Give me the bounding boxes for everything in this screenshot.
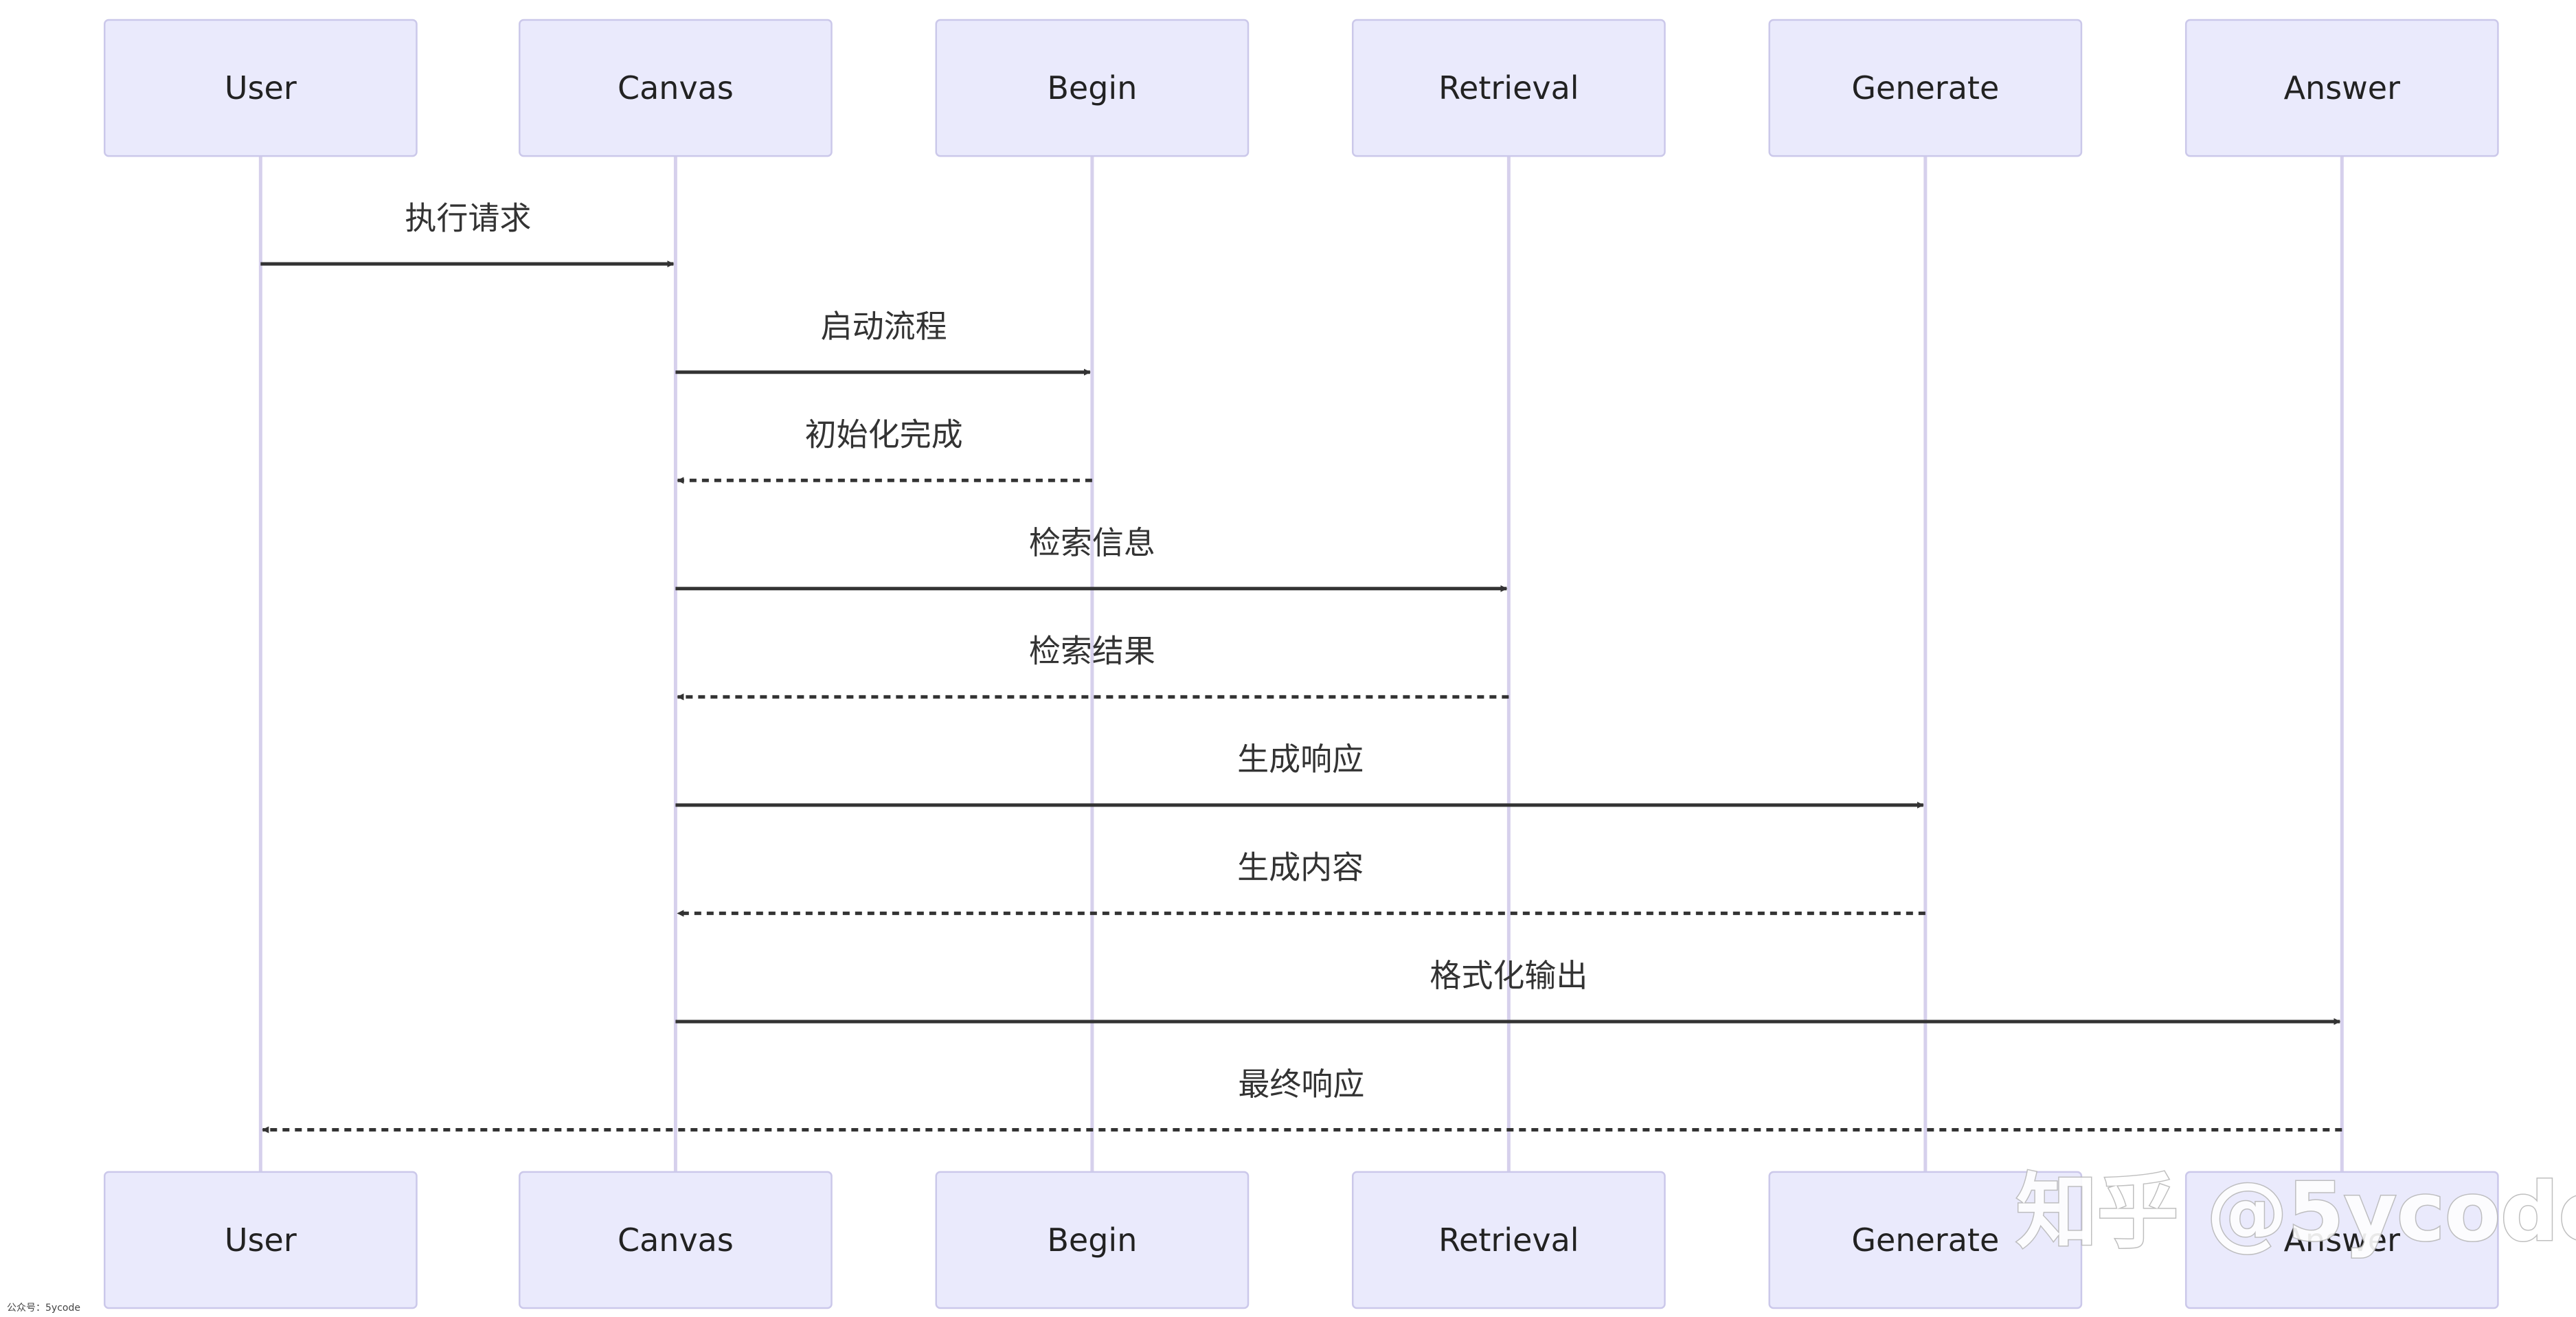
actors-bottom: User Canvas Begin Retrieval Generate Answer <box>103 1171 2499 1309</box>
message-label-5: 检索结果 <box>1029 633 1155 670</box>
lifelines <box>258 156 2344 1172</box>
actor-label-user-bottom: User <box>225 1222 297 1259</box>
actor-box-retrieval-bottom <box>1351 1171 1666 1309</box>
actor-label-generate-top: Generate <box>1851 69 1999 106</box>
actor-label-begin-top: Begin <box>1047 69 1137 106</box>
actor-box-begin-top <box>935 19 1250 157</box>
actor-box-canvas-top <box>519 19 833 157</box>
actor-label-canvas-top: Canvas <box>618 69 734 106</box>
actor-label-answer-bottom: Answer <box>2284 1222 2401 1259</box>
message-label-2: 启动流程 <box>821 308 947 345</box>
footer-note: 公众号：5ycode <box>7 1303 80 1314</box>
actor-box-generate-bottom <box>1768 1171 2083 1309</box>
actor-label-answer-top: Answer <box>2284 69 2401 106</box>
message-label-7: 生成内容 <box>1237 849 1364 886</box>
message-label-9: 最终响应 <box>1238 1066 1364 1103</box>
actor-box-user-bottom <box>103 1171 418 1309</box>
message-label-3: 初始化完成 <box>805 416 963 453</box>
actor-label-begin-bottom: Begin <box>1047 1222 1137 1259</box>
actor-label-user-top: User <box>225 69 297 106</box>
actors-top: User Canvas Begin Retrieval Generate Answer <box>103 19 2499 157</box>
actor-label-retrieval-top: Retrieval <box>1438 69 1579 106</box>
actor-box-answer-bottom <box>2184 1171 2499 1309</box>
message-label-4: 检索信息 <box>1029 524 1155 561</box>
actor-box-generate-top <box>1768 19 2083 157</box>
watermark-text: 知乎 @5ycode <box>2016 1164 2576 1259</box>
message-label-8: 格式化输出 <box>1430 957 1588 994</box>
actor-label-canvas-bottom: Canvas <box>618 1222 734 1259</box>
actor-box-user-top <box>103 19 418 157</box>
message-label-6: 生成响应 <box>1237 741 1364 778</box>
actor-box-answer-top <box>2184 19 2499 157</box>
actor-box-retrieval-top <box>1351 19 1666 157</box>
actor-box-begin-bottom <box>935 1171 1250 1309</box>
actor-label-retrieval-bottom: Retrieval <box>1438 1222 1579 1259</box>
actor-label-generate-bottom: Generate <box>1851 1222 1999 1259</box>
actor-box-canvas-bottom <box>519 1171 833 1309</box>
message-label-1: 执行请求 <box>405 199 531 236</box>
